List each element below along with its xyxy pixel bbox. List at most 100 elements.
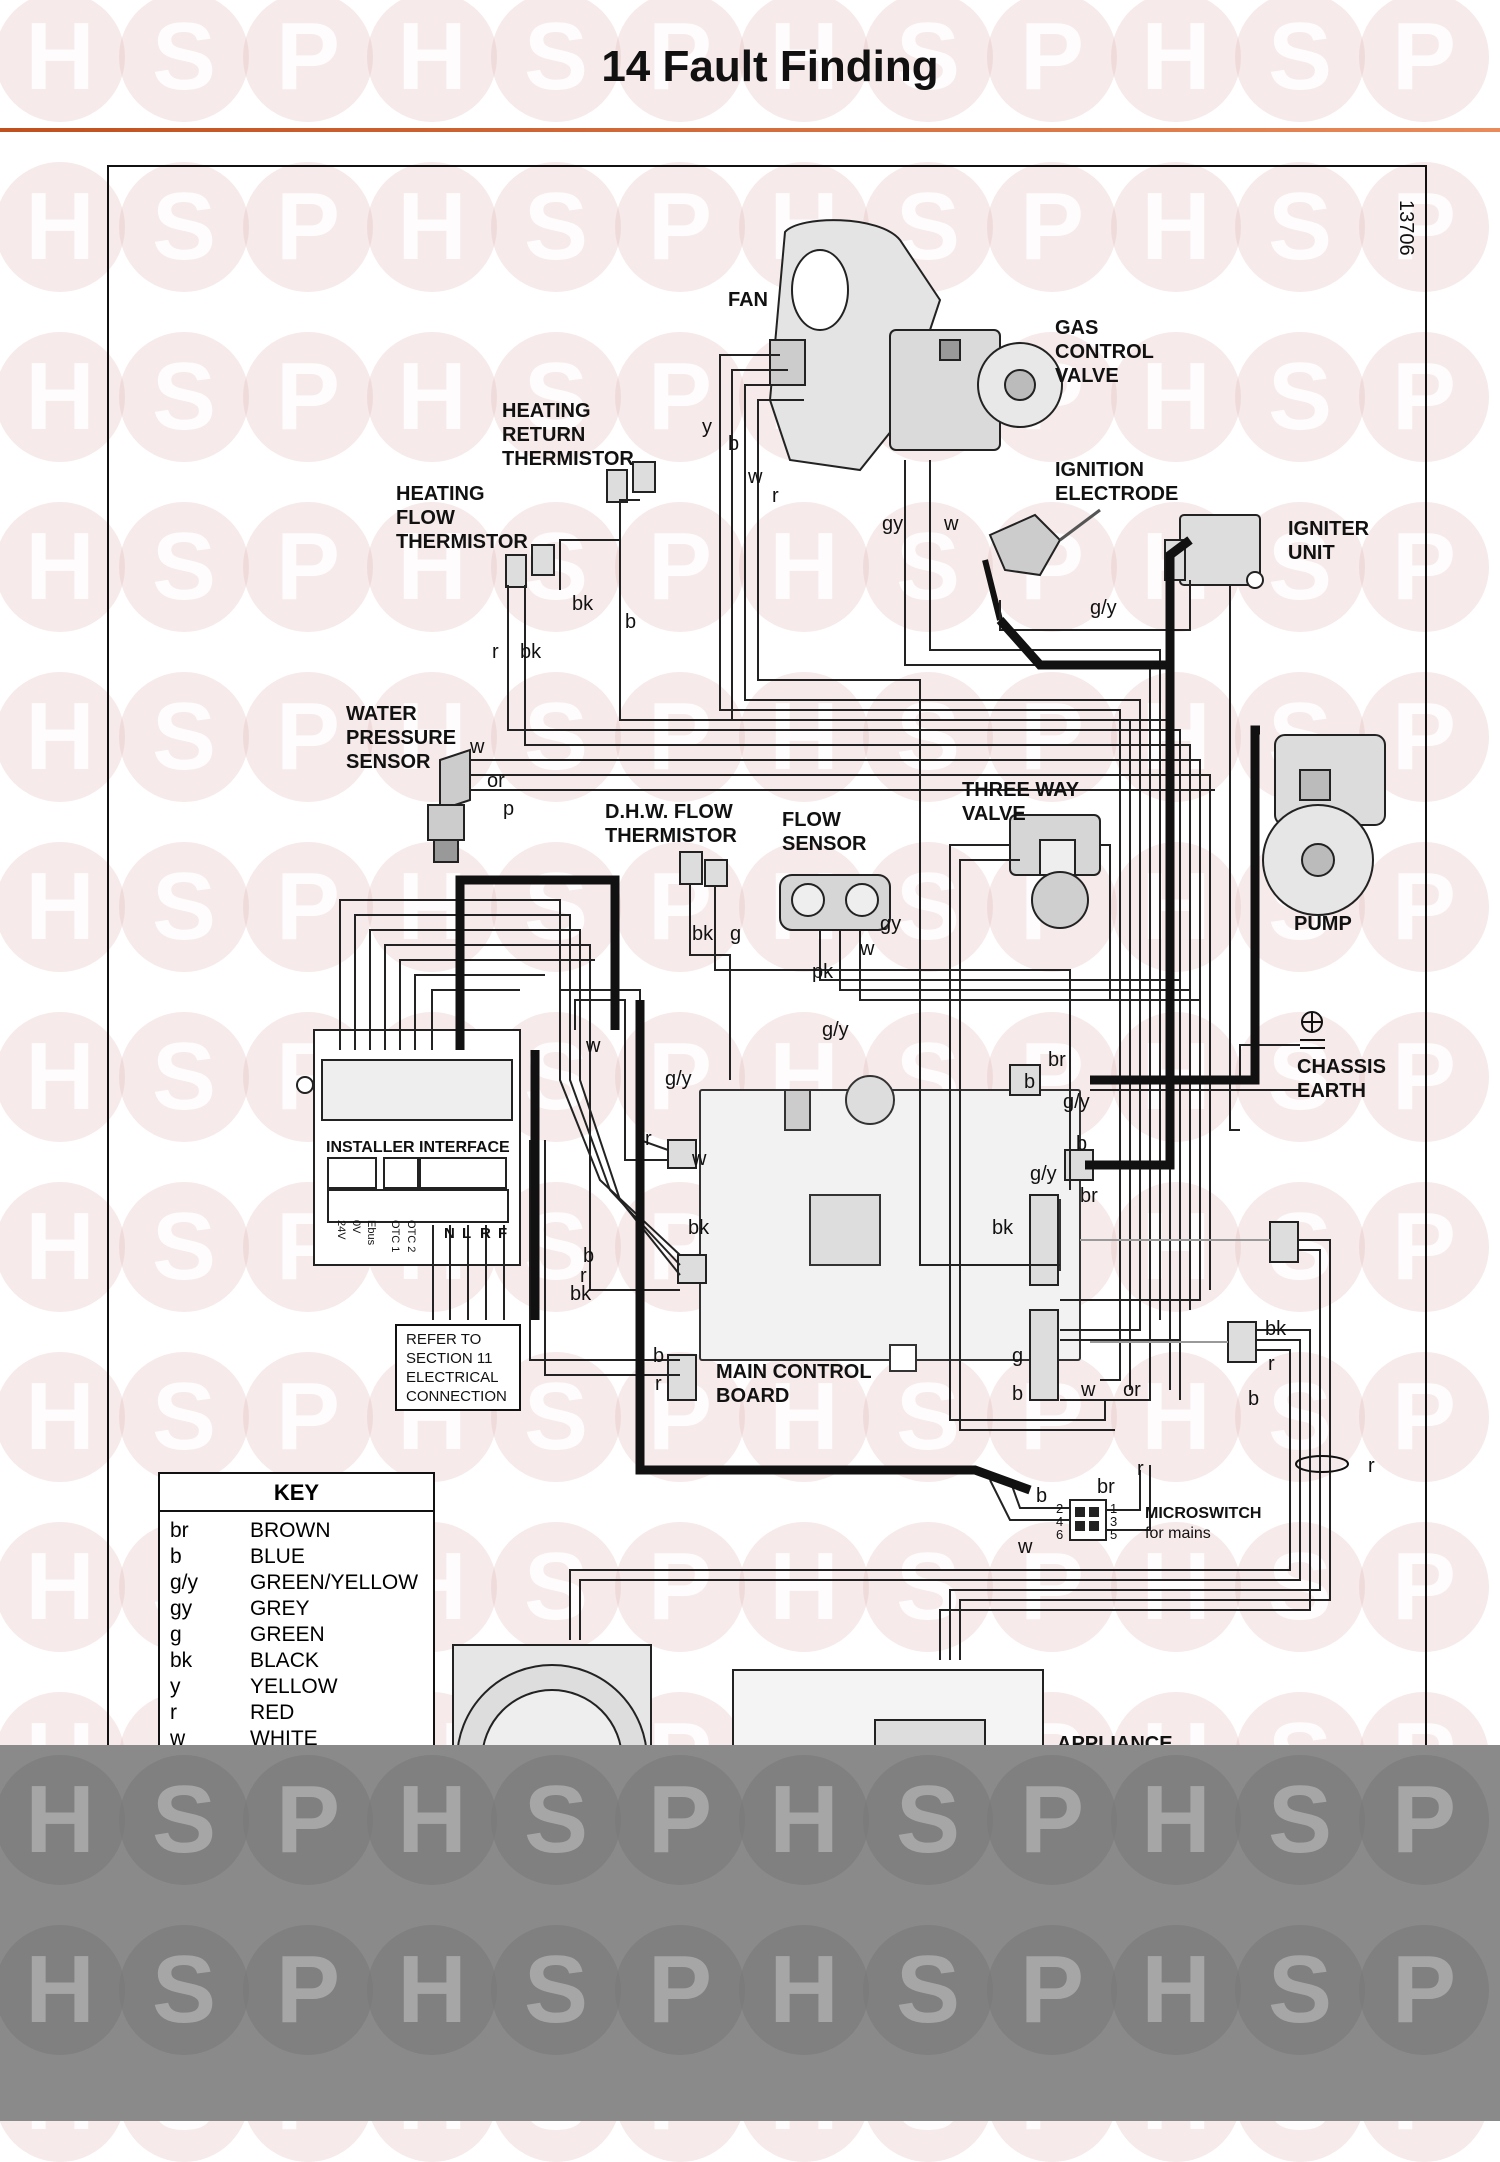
wire-label: b bbox=[1076, 1133, 1087, 1155]
refer-note-1: REFER TO bbox=[406, 1331, 481, 1348]
wire-label: gy bbox=[880, 913, 901, 935]
wire-label: b bbox=[1024, 1071, 1035, 1093]
label-microswitch-1: MICROSWITCH bbox=[1145, 1505, 1261, 1522]
watermark-circle: S bbox=[119, 1925, 249, 2055]
watermark-circle: S bbox=[119, 162, 249, 292]
key-color-name: BLACK bbox=[250, 1649, 319, 1672]
dhw-flow-thermistor-drawing bbox=[679, 851, 728, 887]
watermark-circle: S bbox=[119, 502, 249, 632]
key-code: g bbox=[170, 1623, 182, 1646]
water-pressure-sensor-drawing bbox=[427, 748, 471, 863]
chassis-earth-symbol bbox=[1300, 1011, 1325, 1049]
label-heating-return-1: HEATING bbox=[502, 400, 591, 422]
watermark-circle: S bbox=[863, 502, 993, 632]
watermark-circle: H bbox=[367, 502, 497, 632]
watermark-circle: P bbox=[1359, 0, 1489, 122]
watermark-circle: H bbox=[1111, 162, 1241, 292]
watermark-circle: P bbox=[243, 1182, 373, 1312]
wire-label: r bbox=[645, 1128, 652, 1150]
watermark-circle: P bbox=[1359, 1755, 1489, 1885]
main-control-board-drawing bbox=[699, 1075, 1081, 1372]
watermark-circle: P bbox=[1359, 1522, 1489, 1652]
wire-label: w bbox=[1017, 1536, 1033, 1558]
watermark-circle: S bbox=[491, 1755, 621, 1885]
watermark-circle: H bbox=[1111, 1522, 1241, 1652]
ignition-electrode-drawing bbox=[982, 508, 1101, 621]
wire-label: br bbox=[1048, 1049, 1066, 1071]
watermark-circle: P bbox=[243, 0, 373, 122]
watermark-circle: H bbox=[1111, 0, 1241, 122]
wire-label: br bbox=[1080, 1185, 1098, 1207]
watermark-circle: H bbox=[367, 1925, 497, 2055]
wire-harness bbox=[339, 354, 1331, 1660]
microswitch-pin-2: 2 bbox=[1056, 1501, 1063, 1516]
watermark-circle: P bbox=[243, 842, 373, 972]
watermark-circle: P bbox=[1359, 1182, 1489, 1312]
watermark-circle: P bbox=[243, 1755, 373, 1885]
watermark-circle: P bbox=[987, 0, 1117, 122]
microswitch-drawing bbox=[1069, 1499, 1107, 1541]
refer-note-4: CONNECTION bbox=[406, 1388, 507, 1405]
refer-note-3: ELECTRICAL bbox=[406, 1369, 499, 1386]
watermark-circle: P bbox=[243, 672, 373, 802]
wire-label: r bbox=[1268, 1353, 1275, 1375]
label-water-pressure-2: PRESSURE bbox=[346, 727, 456, 749]
watermark-circle: H bbox=[0, 672, 125, 802]
key-row: bk BLACK bbox=[160, 1648, 433, 1674]
wire-label: bk bbox=[570, 1283, 592, 1305]
watermark-circle: H bbox=[739, 0, 869, 122]
watermark-circle: S bbox=[491, 0, 621, 122]
key-code: r bbox=[170, 1701, 177, 1724]
label-water-pressure-3: SENSOR bbox=[346, 751, 431, 773]
watermark-circle: H bbox=[367, 162, 497, 292]
label-main-control-board-2: BOARD bbox=[716, 1385, 789, 1407]
wire-label: w bbox=[691, 1148, 707, 1170]
key-color-name: BROWN bbox=[250, 1519, 331, 1542]
watermark-circle: H bbox=[739, 1925, 869, 2055]
watermark-circle: H bbox=[0, 1925, 125, 2055]
wire-label: bk bbox=[692, 923, 714, 945]
watermark-circle: S bbox=[119, 1352, 249, 1482]
watermark-circle: S bbox=[491, 162, 621, 292]
wire-label: y bbox=[702, 416, 712, 438]
label-microswitch-2: for mains bbox=[1145, 1525, 1211, 1542]
gas-control-valve-drawing bbox=[889, 329, 1063, 451]
wire-label: g/y bbox=[1063, 1091, 1090, 1113]
watermark-circle: P bbox=[1359, 162, 1489, 292]
watermark-circle: H bbox=[0, 1182, 125, 1312]
watermark-circle: S bbox=[863, 0, 993, 122]
wire-label: b bbox=[1248, 1388, 1259, 1410]
thick-cables bbox=[455, 536, 1260, 1495]
key-row: g GREEN bbox=[160, 1622, 433, 1648]
key-code: w bbox=[170, 1727, 186, 1750]
label-ignition-electrode-2: ELECTRODE bbox=[1055, 483, 1178, 505]
watermark-circle: H bbox=[0, 0, 125, 122]
watermark-circle: S bbox=[119, 672, 249, 802]
watermark-circle: P bbox=[987, 1522, 1117, 1652]
watermark-circle: S bbox=[1235, 0, 1365, 122]
label-water-pressure-1: WATER bbox=[346, 703, 417, 725]
watermark-circle: P bbox=[243, 502, 373, 632]
wire-label: or bbox=[487, 770, 505, 792]
watermark-circle: P bbox=[987, 1755, 1117, 1885]
refer-note-box bbox=[395, 1324, 521, 1411]
page-title: 14 Fault Finding bbox=[601, 42, 939, 91]
label-heating-return-2: RETURN bbox=[502, 424, 585, 446]
watermark-circle: P bbox=[615, 1522, 745, 1652]
watermark-circle: P bbox=[1359, 1012, 1489, 1142]
terminal-r: R bbox=[480, 1225, 491, 1242]
wire-label: bk bbox=[1265, 1318, 1287, 1340]
label-three-way-valve-1: THREE WAY bbox=[962, 779, 1080, 801]
watermark-circle: H bbox=[0, 162, 125, 292]
watermark-circle: H bbox=[0, 842, 125, 972]
wire-label: r bbox=[772, 485, 779, 507]
key-color-name: GREEN bbox=[250, 1623, 325, 1646]
wire-label: r bbox=[655, 1373, 662, 1395]
diagram-id: 13706 bbox=[1395, 200, 1417, 256]
key-code: bk bbox=[170, 1649, 193, 1672]
